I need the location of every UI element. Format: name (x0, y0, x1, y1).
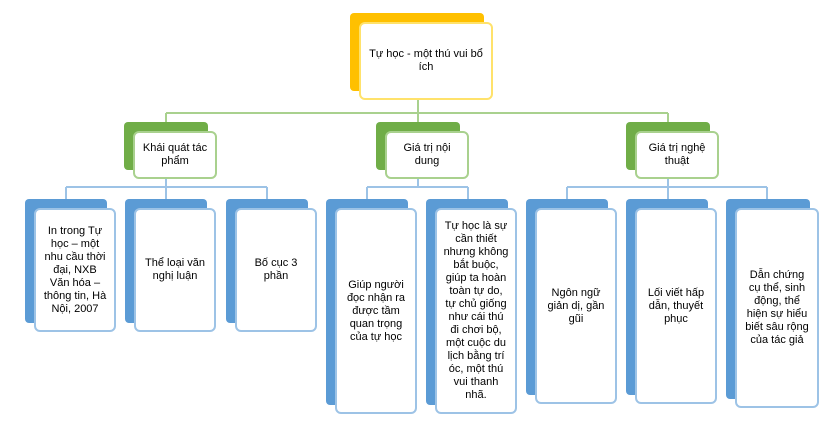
branch-label: Giá trị nghệ thuật (648, 142, 706, 167)
branch-node-noi-dung: Giá trị nội dung (376, 122, 470, 180)
branch-label: Khái quát tác phẩm (142, 142, 208, 167)
leaf-box: Lối viết hấp dẫn, thuyết phục (635, 208, 717, 404)
leaf-box: In trong Tự học – một nhu cầu thời đại, … (34, 208, 116, 332)
leaf-label: Ngôn ngữ giản dị, gần gũi (547, 286, 605, 325)
root-connectors (165, 100, 669, 123)
root-node-box: Tự học - một thú vui bổ ích (359, 22, 493, 100)
leaf-node-freedom: Tự học là sự cần thiết nhưng không bắt b… (426, 199, 518, 415)
branch-connectors (65, 178, 768, 199)
leaf-box: Bố cục 3 phần (235, 208, 317, 332)
leaf-label: Bố cục 3 phần (254, 257, 298, 282)
branch-node-nghe-thuat: Giá trị nghệ thuật (626, 122, 720, 180)
root-node: Tự học - một thú vui bổ ích (350, 13, 495, 101)
leaf-node-importance: Giúp người đọc nhận ra được tầm quan trọ… (326, 199, 418, 415)
branch-node-khai-quat: Khái quát tác phẩm (124, 122, 218, 180)
branch-box: Khái quát tác phẩm (133, 131, 217, 179)
leaf-box: Tự học là sự cần thiết nhưng không bắt b… (435, 208, 517, 414)
root-node-label: Tự học - một thú vui bổ ích (369, 48, 483, 73)
leaf-label: Thể loại văn nghị luận (145, 257, 205, 282)
leaf-label: Tự học là sự cần thiết nhưng không bắt b… (443, 220, 509, 401)
leaf-node-writing-style: Lối viết hấp dẫn, thuyết phục (626, 199, 718, 405)
leaf-node-genre: Thể loại văn nghị luận (125, 199, 217, 333)
leaf-node-evidence: Dẫn chứng cụ thể, sinh động, thể hiện sự… (726, 199, 820, 409)
leaf-box: Dẫn chứng cụ thể, sinh động, thể hiện sự… (735, 208, 819, 408)
branch-box: Giá trị nghệ thuật (635, 131, 719, 179)
branch-label: Giá trị nội dung (403, 142, 451, 167)
leaf-label: Dẫn chứng cụ thể, sinh động, thể hiện sự… (745, 269, 809, 346)
leaf-box: Thể loại văn nghị luận (134, 208, 216, 332)
leaf-box: Ngôn ngữ giản dị, gần gũi (535, 208, 617, 404)
leaf-label: Giúp người đọc nhận ra được tầm quan trọ… (346, 278, 406, 343)
leaf-node-structure: Bố cục 3 phần (226, 199, 318, 333)
leaf-label: Lối viết hấp dẫn, thuyết phục (647, 286, 705, 325)
branch-box: Giá trị nội dung (385, 131, 469, 179)
leaf-node-language: Ngôn ngữ giản dị, gần gũi (526, 199, 618, 405)
leaf-node-publication: In trong Tự học – một nhu cầu thời đại, … (25, 199, 117, 333)
leaf-label: In trong Tự học – một nhu cầu thời đại, … (43, 224, 107, 315)
leaf-box: Giúp người đọc nhận ra được tầm quan trọ… (335, 208, 417, 414)
